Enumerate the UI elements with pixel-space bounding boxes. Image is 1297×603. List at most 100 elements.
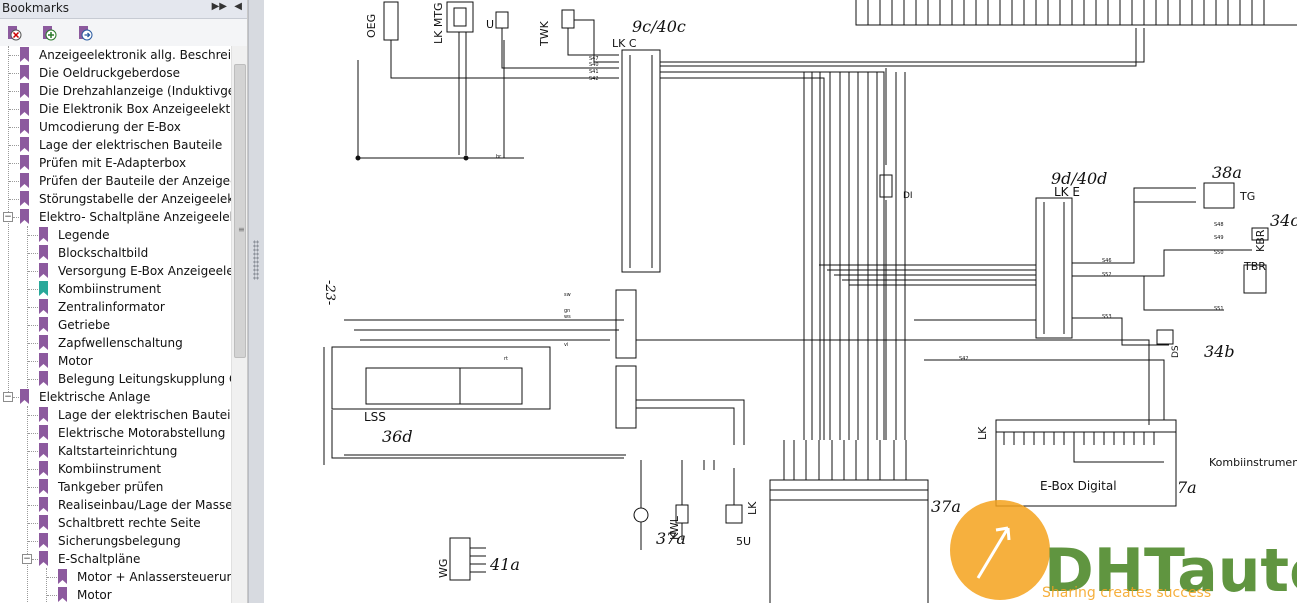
wire-label: S46 xyxy=(1102,258,1112,264)
ref-34b: 34b xyxy=(1204,342,1235,361)
bookmark-item[interactable]: Schaltbrett rechte Seite xyxy=(0,514,231,532)
collapse-toggle[interactable]: − xyxy=(22,554,32,564)
bookmark-icon xyxy=(39,515,48,530)
bookmark-item[interactable]: Getriebe xyxy=(0,316,231,334)
bookmark-icon xyxy=(39,407,48,422)
bookmark-label: Prüfen mit E-Adapterbox xyxy=(39,156,187,170)
bookmark-icon xyxy=(20,137,29,152)
label-5u: 5U xyxy=(736,535,751,548)
twk-sensor xyxy=(561,9,575,29)
collapse-toggle[interactable]: − xyxy=(3,392,13,402)
collapse-left-icon[interactable]: ◀ xyxy=(234,1,242,12)
wire-label: S48 xyxy=(1214,222,1224,228)
bookmark-item[interactable]: Die Elektronik Box Anzeigeelektron xyxy=(0,100,231,118)
bookmark-item[interactable]: Belegung Leitungskupplung C xyxy=(0,370,231,388)
bookmark-item[interactable]: − Elektrische Anlage xyxy=(0,388,231,406)
bookmark-label: Lage der elektrischen Bauteile xyxy=(58,408,231,422)
bookmark-icon xyxy=(39,335,48,350)
delete-bookmark-icon[interactable] xyxy=(5,24,23,42)
bookmark-item[interactable]: Störungstabelle der Anzeigeelektro xyxy=(0,190,231,208)
tree-line xyxy=(47,577,57,578)
bookmark-icon xyxy=(39,263,48,278)
tree-line xyxy=(28,523,38,524)
ref-41a: 41a xyxy=(489,555,520,574)
bookmark-label: Anzeigeelektronik allg. Beschreibun xyxy=(39,48,231,62)
tree-line xyxy=(28,379,38,380)
bookmark-label: Realiseinbau/Lage der Massestü xyxy=(58,498,231,512)
bookmark-icon xyxy=(39,461,48,476)
bookmark-item[interactable]: Legende xyxy=(0,226,231,244)
tree-line xyxy=(27,406,28,603)
bookmark-item[interactable]: Tankgeber prüfen xyxy=(0,478,231,496)
fuse-box-cells xyxy=(867,0,1265,25)
tree-line xyxy=(28,451,38,452)
tree-line xyxy=(9,109,19,110)
bookmark-item[interactable]: Lage der elektrischen Bauteile xyxy=(0,136,231,154)
bookmark-item[interactable]: Die Drehzahlanzeige (Induktivgeber xyxy=(0,82,231,100)
oeg-sensor xyxy=(383,1,399,41)
bookmark-icon xyxy=(20,389,29,404)
bookmark-item[interactable]: Motor xyxy=(0,586,231,603)
bookmark-item[interactable]: Realiseinbau/Lage der Massestü xyxy=(0,496,231,514)
bookmark-label: E-Schaltpläne xyxy=(58,552,141,566)
bookmark-label: Getriebe xyxy=(58,318,111,332)
bookmark-label: Elektrische Motorabstellung xyxy=(58,426,226,440)
bookmark-item[interactable]: Prüfen der Bauteile der Anzeigeelet xyxy=(0,172,231,190)
bookmark-item[interactable]: Motor xyxy=(0,352,231,370)
tbr-component xyxy=(1243,264,1267,294)
bookmark-label: Prüfen der Bauteile der Anzeigeelet xyxy=(39,174,231,188)
label-tg: TG xyxy=(1239,190,1255,203)
bookmark-item[interactable]: Anzeigeelektronik allg. Beschreibun xyxy=(0,46,231,64)
document-page[interactable]: OEG LK MTG U TWK LK C LK E TG KBR TBR DS… xyxy=(264,0,1297,603)
tree-line xyxy=(28,433,38,434)
wire-label: rt xyxy=(504,356,508,362)
collapse-toggle[interactable]: − xyxy=(3,212,13,222)
bookmark-icon xyxy=(20,119,29,134)
wire-label: ws xyxy=(564,314,571,320)
bookmark-item[interactable]: − Elektro- Schaltpläne Anzeigeelektr xyxy=(0,208,231,226)
bookmark-item[interactable]: Blockschaltbild xyxy=(0,244,231,262)
bookmark-item[interactable]: Umcodierung der E-Box xyxy=(0,118,231,136)
scrollbar-thumb[interactable]: ≡ xyxy=(234,64,246,358)
bookmark-current-icon xyxy=(39,281,48,296)
bookmark-item[interactable]: Lage der elektrischen Bauteile xyxy=(0,406,231,424)
bookmark-label: Die Drehzahlanzeige (Induktivgeber xyxy=(39,84,231,98)
bookmark-icon xyxy=(39,353,48,368)
bookmark-item[interactable]: Zentralinformator xyxy=(0,298,231,316)
bookmark-label: Sicherungsbelegung xyxy=(58,534,181,548)
ref-9c-40c: 9c/40c xyxy=(632,17,686,36)
new-bookmark-icon[interactable] xyxy=(40,24,58,42)
grip-icon: ≡ xyxy=(238,225,245,234)
label-lk-mtg: LK MTG xyxy=(432,2,445,44)
wg-connector xyxy=(449,537,471,581)
tree-line xyxy=(9,181,19,182)
label-u: U xyxy=(486,18,494,31)
wire-label: S42 xyxy=(589,76,599,82)
bookmark-item[interactable]: Die Oeldruckgeberdose xyxy=(0,64,231,82)
bookmark-item[interactable]: Kombiinstrument xyxy=(0,460,231,478)
bookmark-item[interactable]: Kaltstarteinrichtung xyxy=(0,442,231,460)
tree-line xyxy=(28,505,38,506)
bookmark-item[interactable]: Elektrische Motorabstellung xyxy=(0,424,231,442)
bookmark-item[interactable]: Prüfen mit E-Adapterbox xyxy=(0,154,231,172)
bookmark-item[interactable]: Zapfwellenschaltung xyxy=(0,334,231,352)
wire-label: S47 xyxy=(589,56,599,62)
find-bookmark-icon[interactable] xyxy=(76,24,94,42)
wire-label: sw xyxy=(564,292,571,298)
bookmark-item[interactable]: Sicherungsbelegung xyxy=(0,532,231,550)
bookmark-item[interactable]: − E-Schaltpläne xyxy=(0,550,231,568)
double-arrow-icon[interactable]: ▶▶ xyxy=(211,1,227,12)
bookmark-label: Kaltstarteinrichtung xyxy=(58,444,178,458)
panel-splitter[interactable] xyxy=(248,0,265,603)
bookmark-item[interactable]: Versorgung E-Box Anzeigeelekt xyxy=(0,262,231,280)
tree-line xyxy=(28,253,38,254)
bookmark-icon xyxy=(39,533,48,548)
tree-line xyxy=(13,397,19,398)
label-kwl: KWL xyxy=(668,515,681,540)
wiring-schematic: OEG LK MTG U TWK LK C LK E TG KBR TBR DS… xyxy=(322,0,1297,603)
bookmark-item[interactable]: Motor + Anlassersteuerung xyxy=(0,568,231,586)
bookmark-item-current[interactable]: Kombiinstrument xyxy=(0,280,231,298)
bookmarks-panel: Bookmarks ▶▶ ◀ Anzeigeelektronik al xyxy=(0,0,248,603)
ref-9d-40d: 9d/40d xyxy=(1051,169,1107,188)
bookmarks-scrollbar[interactable]: ≡ xyxy=(231,46,247,603)
